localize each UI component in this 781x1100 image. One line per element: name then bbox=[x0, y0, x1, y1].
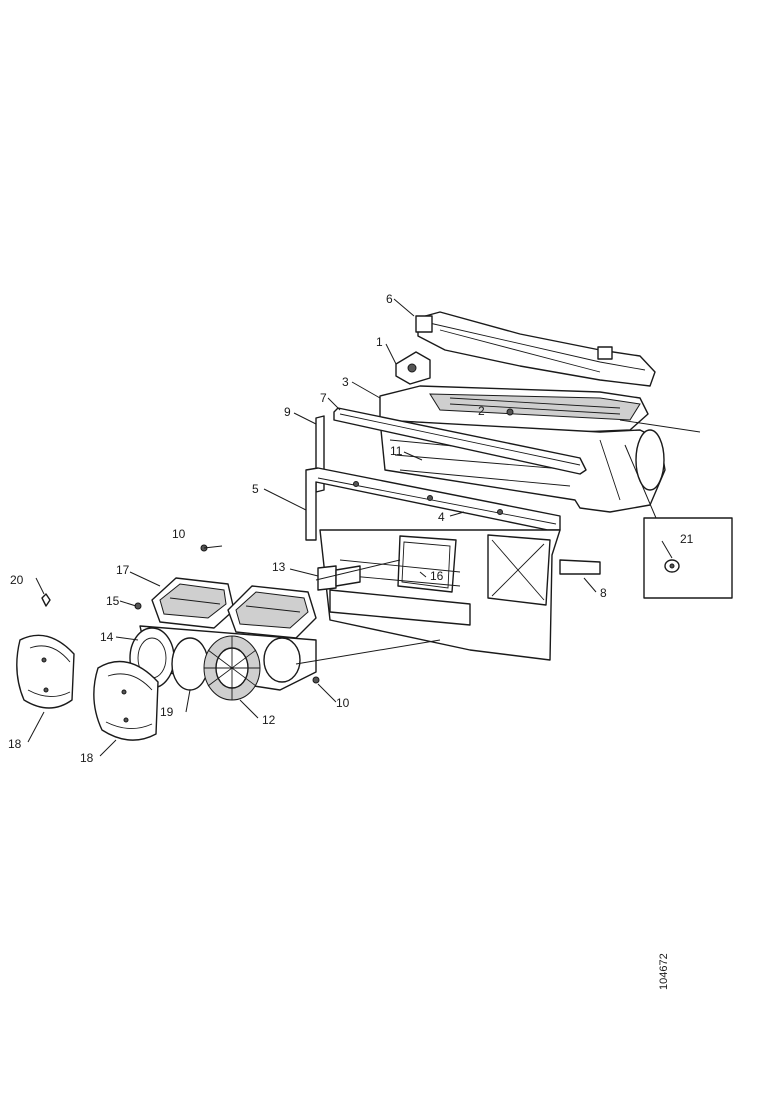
callout-leaders bbox=[27, 298, 673, 757]
callout-18-left: 18 bbox=[8, 737, 22, 751]
part-18-left-cover bbox=[16, 634, 75, 709]
callout-17: 17 bbox=[116, 563, 130, 577]
part-21-inset bbox=[624, 444, 733, 599]
callout-9: 9 bbox=[284, 405, 291, 419]
callout-16: 16 bbox=[430, 569, 444, 583]
callout-12: 12 bbox=[262, 713, 276, 727]
callout-10-lower: 10 bbox=[336, 696, 350, 710]
callout-19: 19 bbox=[160, 705, 174, 719]
callout-18-right: 18 bbox=[80, 751, 94, 765]
drawing-reference-number: 104672 bbox=[658, 953, 670, 990]
callout-13: 13 bbox=[272, 560, 286, 574]
part-18-right-cover bbox=[93, 660, 159, 741]
callout-6: 6 bbox=[386, 292, 393, 306]
part-1-bracket bbox=[395, 351, 431, 385]
callout-15: 15 bbox=[106, 594, 120, 608]
callout-4: 4 bbox=[438, 510, 445, 524]
callout-7: 7 bbox=[320, 391, 327, 405]
callout-5: 5 bbox=[252, 482, 259, 496]
part-12-blower-wheels bbox=[129, 625, 317, 701]
callout-2: 2 bbox=[478, 404, 485, 418]
callout-1: 1 bbox=[376, 335, 383, 349]
callout-8: 8 bbox=[600, 586, 607, 600]
part-10-screw-upper bbox=[200, 544, 223, 552]
callout-11: 11 bbox=[390, 444, 403, 458]
part-17-blower-housings bbox=[151, 577, 317, 639]
callout-10-upper: 10 bbox=[172, 527, 186, 541]
callout-21: 21 bbox=[680, 532, 694, 546]
part-3-housing-top bbox=[379, 385, 649, 433]
part-10-screw-lower bbox=[312, 676, 320, 684]
lower-housing bbox=[319, 529, 601, 661]
part-6-top-duct bbox=[415, 311, 656, 387]
part-20-clip bbox=[41, 593, 51, 607]
callout-20: 20 bbox=[10, 573, 24, 587]
callout-labels: 6 1 3 7 2 9 11 5 4 21 10 13 16 8 20 17 1… bbox=[8, 292, 694, 765]
callout-3: 3 bbox=[342, 375, 349, 389]
callout-14: 14 bbox=[100, 630, 114, 644]
